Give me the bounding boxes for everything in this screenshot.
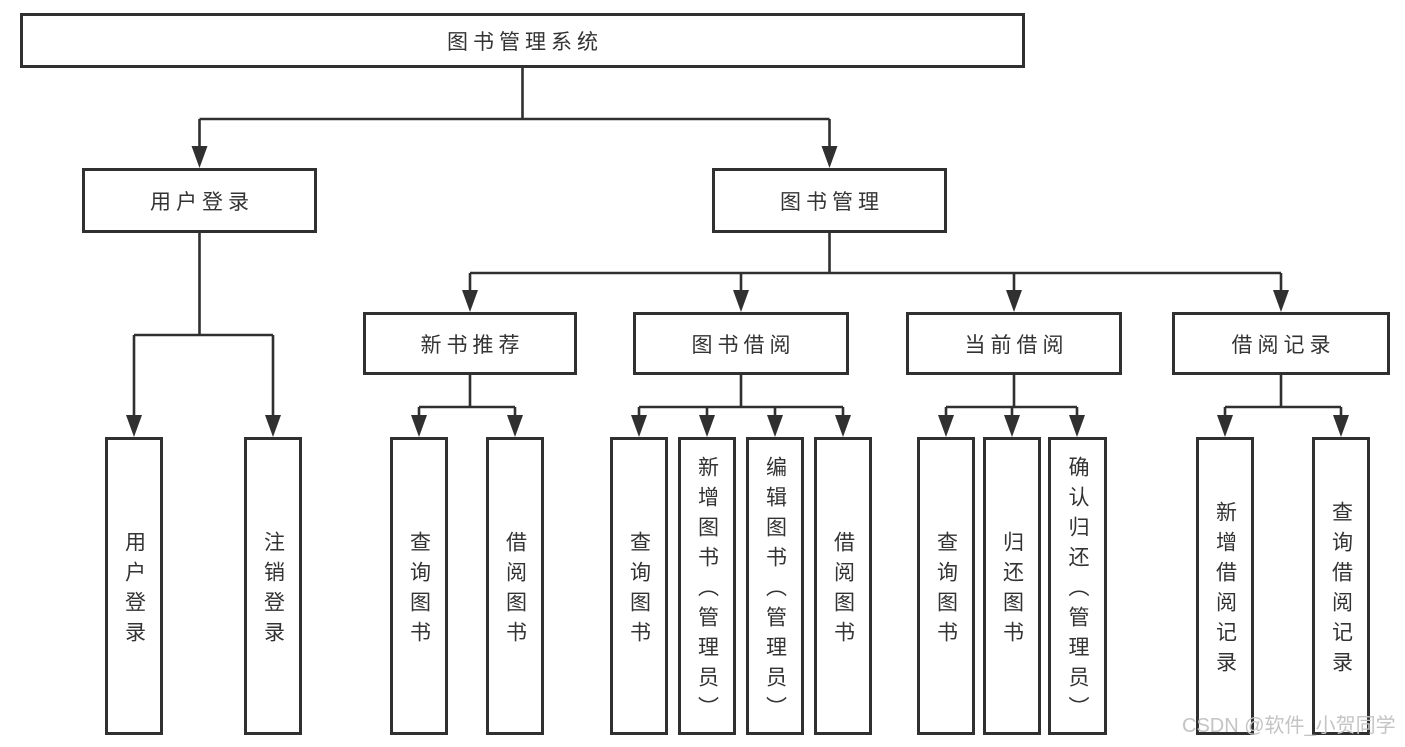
watermark: CSDN @软件_小贺同学: [1182, 715, 1396, 737]
node-return-books: 归还图书: [983, 437, 1041, 735]
node-logout-leaf: 注销登录: [244, 437, 302, 735]
node-query-books-borrow: 查询图书: [610, 437, 668, 735]
node-label: 新增借阅记录: [1213, 500, 1237, 681]
node-query-books-recommend: 查询图书: [390, 437, 448, 735]
node-confirm-return-admin: 确认归还（管理员）: [1048, 437, 1107, 735]
node-label: 归还图书: [1000, 530, 1024, 651]
node-label: 确认归还（管理员）: [1066, 455, 1089, 726]
node-label: 当前借阅: [964, 333, 1069, 357]
node-current-borrowing: 当前借阅: [906, 312, 1122, 375]
node-label: 编辑图书（管理员）: [763, 455, 787, 726]
node-book-borrowing: 图书借阅: [633, 312, 849, 375]
node-label: 查询图书: [934, 530, 958, 651]
node-query-books-current: 查询图书: [917, 437, 975, 735]
node-label: 用户登录: [150, 190, 254, 214]
node-user-login: 用户登录: [82, 168, 317, 233]
node-label: 新增图书（管理员）: [695, 455, 719, 726]
node-label: 查询图书: [407, 530, 431, 651]
node-query-borrow-record: 查询借阅记录: [1312, 437, 1370, 735]
node-edit-books-admin: 编辑图书（管理员）: [746, 437, 804, 735]
node-label: 图书管理: [780, 190, 884, 214]
node-label: 查询借阅记录: [1329, 500, 1353, 681]
node-user-login-leaf: 用户登录: [105, 437, 163, 735]
node-label: 图书借阅: [691, 333, 796, 357]
node-borrow-books-recommend: 借阅图书: [486, 437, 544, 735]
node-library-management-system: 图书管理系统: [20, 13, 1025, 68]
node-label: 新书推荐: [420, 333, 525, 357]
node-label: 借阅记录: [1231, 333, 1336, 357]
node-label: 借阅图书: [831, 530, 855, 651]
node-label: 注销登录: [261, 530, 285, 651]
node-label: 查询图书: [627, 530, 651, 651]
node-label: 用户登录: [122, 530, 146, 651]
node-book-management: 图书管理: [712, 168, 947, 233]
node-new-book-recommendation: 新书推荐: [363, 312, 577, 375]
node-add-books-admin: 新增图书（管理员）: [678, 437, 736, 735]
node-borrow-books-leaf: 借阅图书: [814, 437, 872, 735]
node-borrowing-records: 借阅记录: [1172, 312, 1390, 375]
node-add-borrow-record: 新增借阅记录: [1196, 437, 1254, 735]
node-label: 借阅图书: [503, 530, 527, 651]
node-label: 图书管理系统: [447, 30, 603, 54]
